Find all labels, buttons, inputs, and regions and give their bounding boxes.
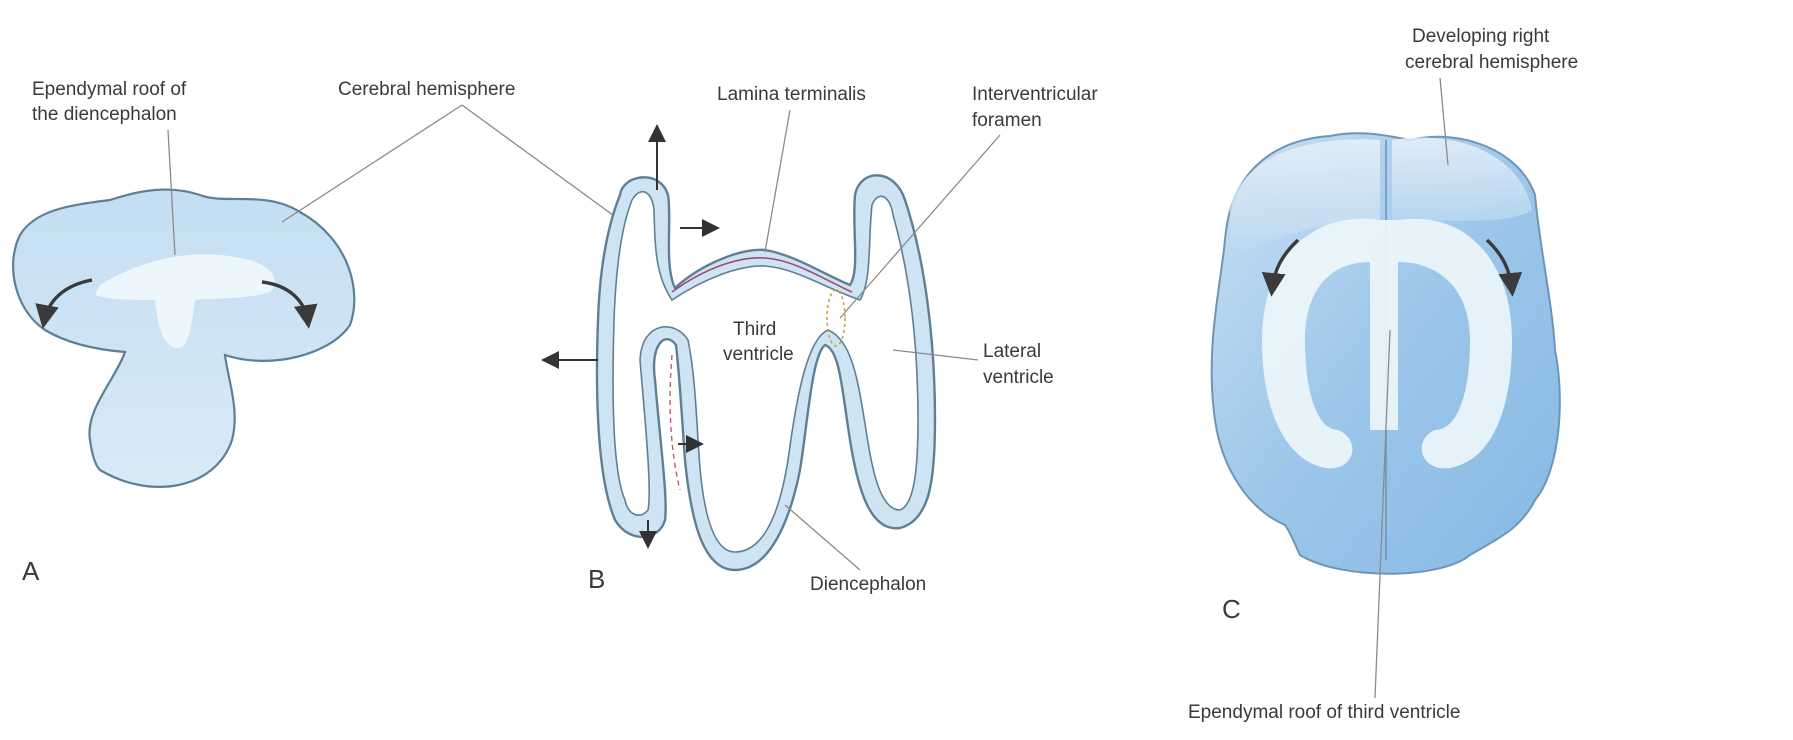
cerebral-hemisphere-leader-a xyxy=(282,105,462,222)
panel-c: Developing right cerebral hemisphere Epe… xyxy=(1188,26,1578,723)
developing-hemisphere-label-line1: Developing right xyxy=(1412,26,1550,47)
ependymal-roof-third-ventricle-label: Ependymal roof of third ventricle xyxy=(1188,702,1460,723)
lamina-terminalis-label: Lamina terminalis xyxy=(717,84,866,105)
lateral-ventricle-label-line1: Lateral xyxy=(983,341,1041,362)
interventricular-foramen-label-line2: foramen xyxy=(972,110,1042,131)
developing-hemisphere-label-line2: cerebral hemisphere xyxy=(1405,52,1578,73)
panel-c-right-hemisphere-top xyxy=(1392,138,1532,221)
interventricular-foramen-label-line1: Interventricular xyxy=(972,84,1098,105)
lateral-ventricle-label-line2: ventricle xyxy=(983,367,1054,388)
panel-a-brain-vesicle xyxy=(13,190,354,487)
cerebral-hemisphere-label: Cerebral hemisphere xyxy=(338,79,515,100)
panel-b-letter: B xyxy=(588,564,605,594)
panel-b: Lamina terminalis Interventricular foram… xyxy=(545,84,1098,595)
panel-a-ependymal-label-line2: the diencephalon xyxy=(32,104,177,125)
panel-a: Ependymal roof of the diencephalon Cereb… xyxy=(13,79,617,586)
panel-a-ependymal-label-line1: Ependymal roof of xyxy=(32,79,187,100)
diencephalon-leader xyxy=(785,505,860,570)
third-ventricle-label-line2: ventricle xyxy=(723,344,794,365)
diencephalon-label: Diencephalon xyxy=(810,574,926,595)
lamina-terminalis-leader xyxy=(765,110,790,252)
cerebral-hemisphere-leader-b xyxy=(462,105,617,218)
third-ventricle-label-line1: Third xyxy=(733,319,776,340)
panel-c-letter: C xyxy=(1222,594,1241,624)
panel-a-letter: A xyxy=(22,556,40,586)
